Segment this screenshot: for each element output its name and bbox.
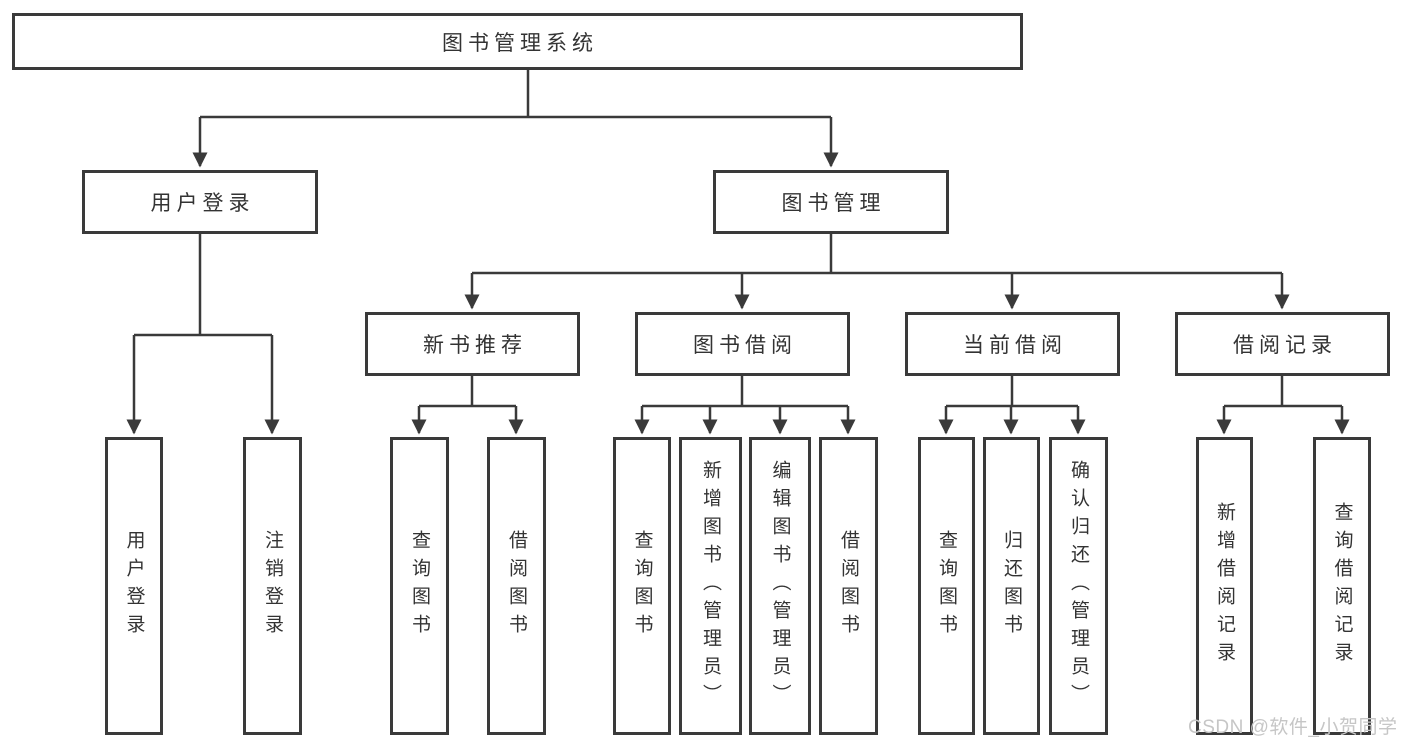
leaf-logout: 注销登录 — [243, 437, 302, 735]
node-label: 图书管理系统 — [442, 31, 598, 55]
node-label: 新增借阅记录 — [1214, 502, 1235, 670]
node-borrowing-records: 借阅记录 — [1175, 312, 1390, 376]
node-current-borrowing: 当前借阅 — [905, 312, 1120, 376]
node-label: 查询图书 — [936, 530, 957, 642]
leaf-query-books-recommend: 查询图书 — [390, 437, 449, 735]
node-label: 图书借阅 — [693, 334, 797, 357]
edges-book-borrow — [634, 376, 856, 435]
edges-current-borrow — [938, 376, 1086, 435]
node-label: 图书管理 — [781, 192, 886, 215]
leaf-user-login: 用户登录 — [105, 437, 163, 735]
node-book-management: 图书管理 — [713, 170, 949, 234]
node-root-library-management-system: 图书管理系统 — [12, 13, 1023, 70]
node-label: 确认归还（管理员） — [1068, 460, 1089, 712]
leaf-query-borrow-record: 查询借阅记录 — [1313, 437, 1371, 735]
leaf-confirm-return-admin: 确认归还（管理员） — [1049, 437, 1108, 735]
leaf-edit-books-admin: 编辑图书（管理员） — [749, 437, 811, 735]
node-label: 借阅记录 — [1233, 334, 1337, 357]
node-label: 新增图书（管理员） — [700, 460, 721, 712]
node-label: 用户登录 — [150, 192, 255, 215]
node-label: 用户登录 — [123, 530, 145, 642]
node-label: 借阅图书 — [838, 530, 859, 642]
node-label: 新书推荐 — [423, 334, 527, 357]
edges-root — [192, 70, 839, 168]
node-label: 查询借阅记录 — [1331, 502, 1353, 670]
node-label: 编辑图书（管理员） — [769, 460, 791, 712]
node-user-login: 用户登录 — [82, 170, 318, 234]
leaf-add-borrow-record: 新增借阅记录 — [1196, 437, 1253, 735]
edges-borrow-record — [1216, 376, 1350, 435]
edges-user-login — [126, 234, 280, 435]
node-label: 查询图书 — [409, 530, 430, 642]
node-label: 当前借阅 — [963, 334, 1067, 357]
node-label: 注销登录 — [262, 530, 283, 642]
edges-book-mgmt — [464, 234, 1290, 310]
node-label: 归还图书 — [1001, 530, 1022, 642]
edges-new-book-rec — [411, 376, 524, 435]
leaf-query-books-borrowing: 查询图书 — [613, 437, 671, 735]
leaf-return-books: 归还图书 — [983, 437, 1040, 735]
leaf-add-books-admin: 新增图书（管理员） — [679, 437, 742, 735]
node-book-borrowing: 图书借阅 — [635, 312, 850, 376]
node-label: 借阅图书 — [506, 530, 527, 642]
leaf-borrow-books-recommend: 借阅图书 — [487, 437, 546, 735]
leaf-query-books-current: 查询图书 — [918, 437, 975, 735]
node-label: 查询图书 — [631, 530, 653, 642]
leaf-borrow-books: 借阅图书 — [819, 437, 878, 735]
node-new-book-recommend: 新书推荐 — [365, 312, 580, 376]
csdn-watermark: CSDN @软件_小贺同学 — [1188, 717, 1398, 738]
